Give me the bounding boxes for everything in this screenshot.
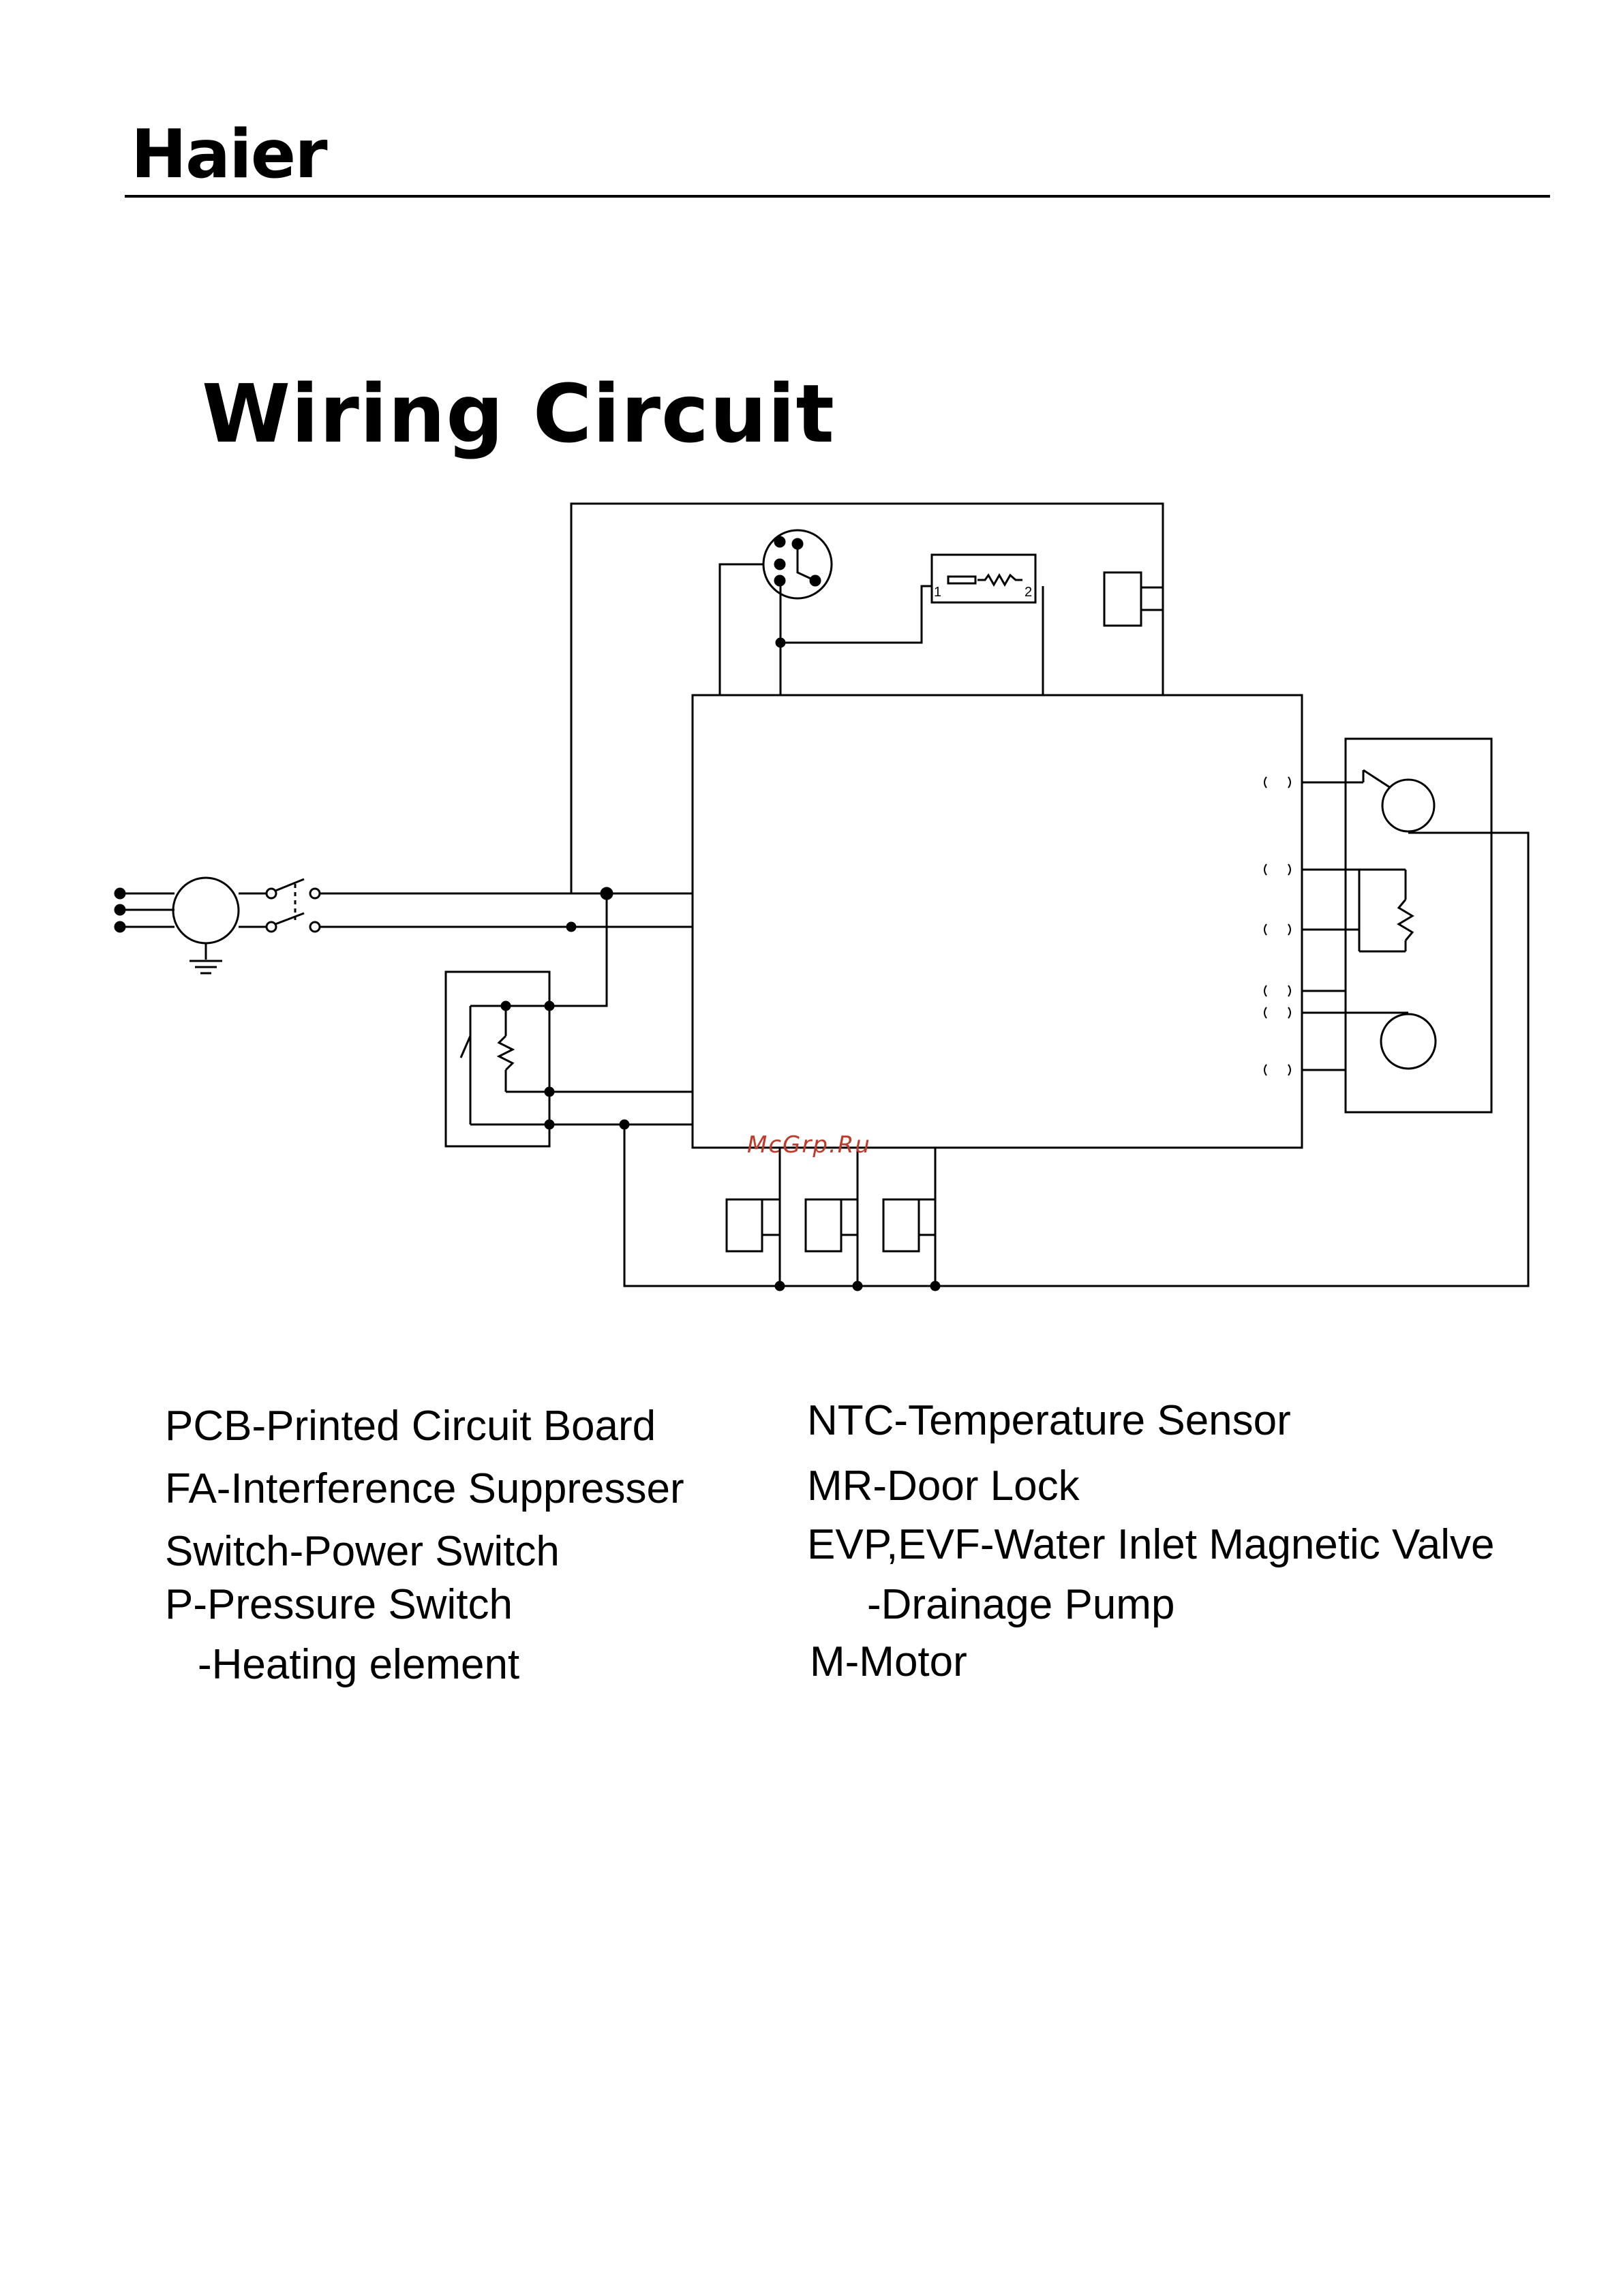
heater-pin2-label: 2 xyxy=(1025,585,1032,600)
drainage-pump xyxy=(883,1199,919,1251)
pcb-connectors xyxy=(1264,777,1290,1075)
legend-evp-evf: EVP,EVF-Water Inlet Magnetic Valve xyxy=(807,1524,1495,1566)
legend-pcb: PCB-Printed Circuit Board xyxy=(165,1405,656,1448)
legend-mr: MR-Door Lock xyxy=(807,1465,1080,1507)
heater-pin1-label: 1 xyxy=(934,585,941,600)
water-valve-evf xyxy=(806,1199,841,1251)
door-lock xyxy=(1104,572,1141,626)
power-switch-contact xyxy=(267,889,276,898)
motor-box xyxy=(1346,739,1491,1112)
motor-lower xyxy=(1381,1014,1436,1069)
legend-fa: FA-Interference Suppresser xyxy=(165,1468,684,1510)
water-valve-evp xyxy=(727,1199,762,1251)
wire-top-loop xyxy=(571,504,1163,893)
legend-heating: -Heating element xyxy=(198,1644,519,1686)
wire-ntc-to-heater xyxy=(780,586,932,643)
legend-ntc: NTC-Temperature Sensor xyxy=(807,1400,1291,1442)
pcb-board xyxy=(693,695,1302,1148)
legend-switch: Switch-Power Switch xyxy=(165,1531,560,1573)
legend-drain: -Drainage Pump xyxy=(867,1584,1174,1626)
watermark: McGrp.Ru xyxy=(747,1131,871,1159)
legend-pressure: P-Pressure Switch xyxy=(165,1584,513,1626)
interference-suppresser xyxy=(173,878,239,943)
wire-ntc-left xyxy=(720,564,763,695)
legend-motor: M-Motor xyxy=(810,1641,967,1683)
motor-upper xyxy=(1382,780,1434,831)
pressure-switch-box xyxy=(446,972,549,1146)
